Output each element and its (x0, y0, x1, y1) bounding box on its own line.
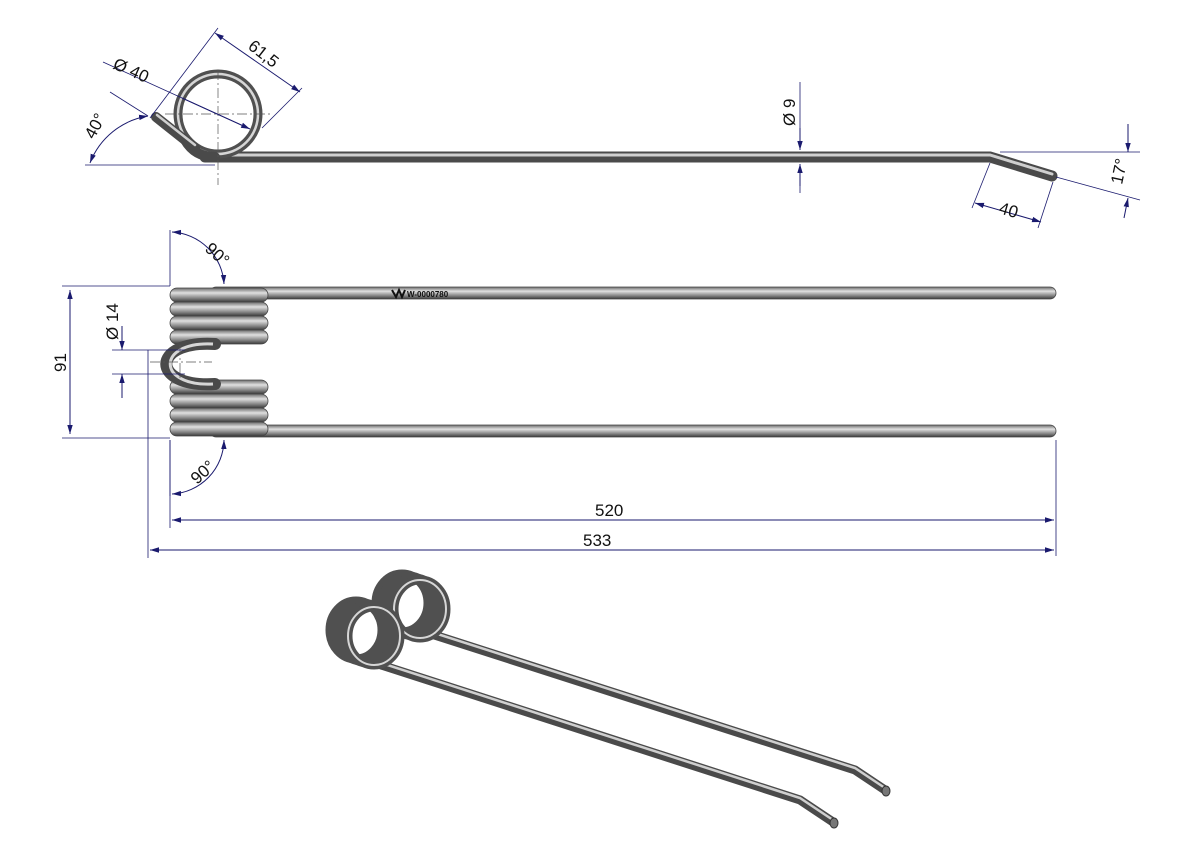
dim-loop-diameter: Ø 14 (103, 303, 122, 340)
dim-angle-lower: 90° (187, 457, 219, 488)
iso-coil-front (325, 596, 405, 670)
dim-length-inner: 520 (595, 501, 623, 520)
iso-leg-back (420, 627, 890, 795)
dim-coil-diameter: Ø 40 (110, 54, 151, 86)
top-coil-upper (169, 287, 269, 345)
iso-leg-front (370, 658, 838, 827)
brand-logo-icon (391, 287, 406, 300)
side-short-end (151, 112, 200, 153)
part-marking: W-0000780 (407, 290, 449, 299)
dim-tip-angle: 17° (1107, 157, 1131, 186)
top-leg-upper (209, 286, 1057, 300)
side-leg (199, 151, 1058, 182)
dim-tip-length: 40 (997, 199, 1020, 222)
dim-length-overall: 533 (583, 531, 611, 550)
top-view: W-0000780 90° 90° Ø 14 91 520 533 (51, 229, 1057, 558)
dim-overall-width: 91 (51, 353, 70, 372)
dim-angle-upper: 90° (201, 239, 233, 270)
top-leg-lower (209, 424, 1057, 438)
side-view: Ø 40 61,5 40° Ø 9 40 17° (81, 27, 1141, 229)
isometric-view (325, 569, 891, 829)
dim-wire-diameter: Ø 9 (780, 99, 799, 126)
top-coil-lower (169, 379, 269, 437)
dim-leg-angle: 40° (81, 110, 110, 142)
